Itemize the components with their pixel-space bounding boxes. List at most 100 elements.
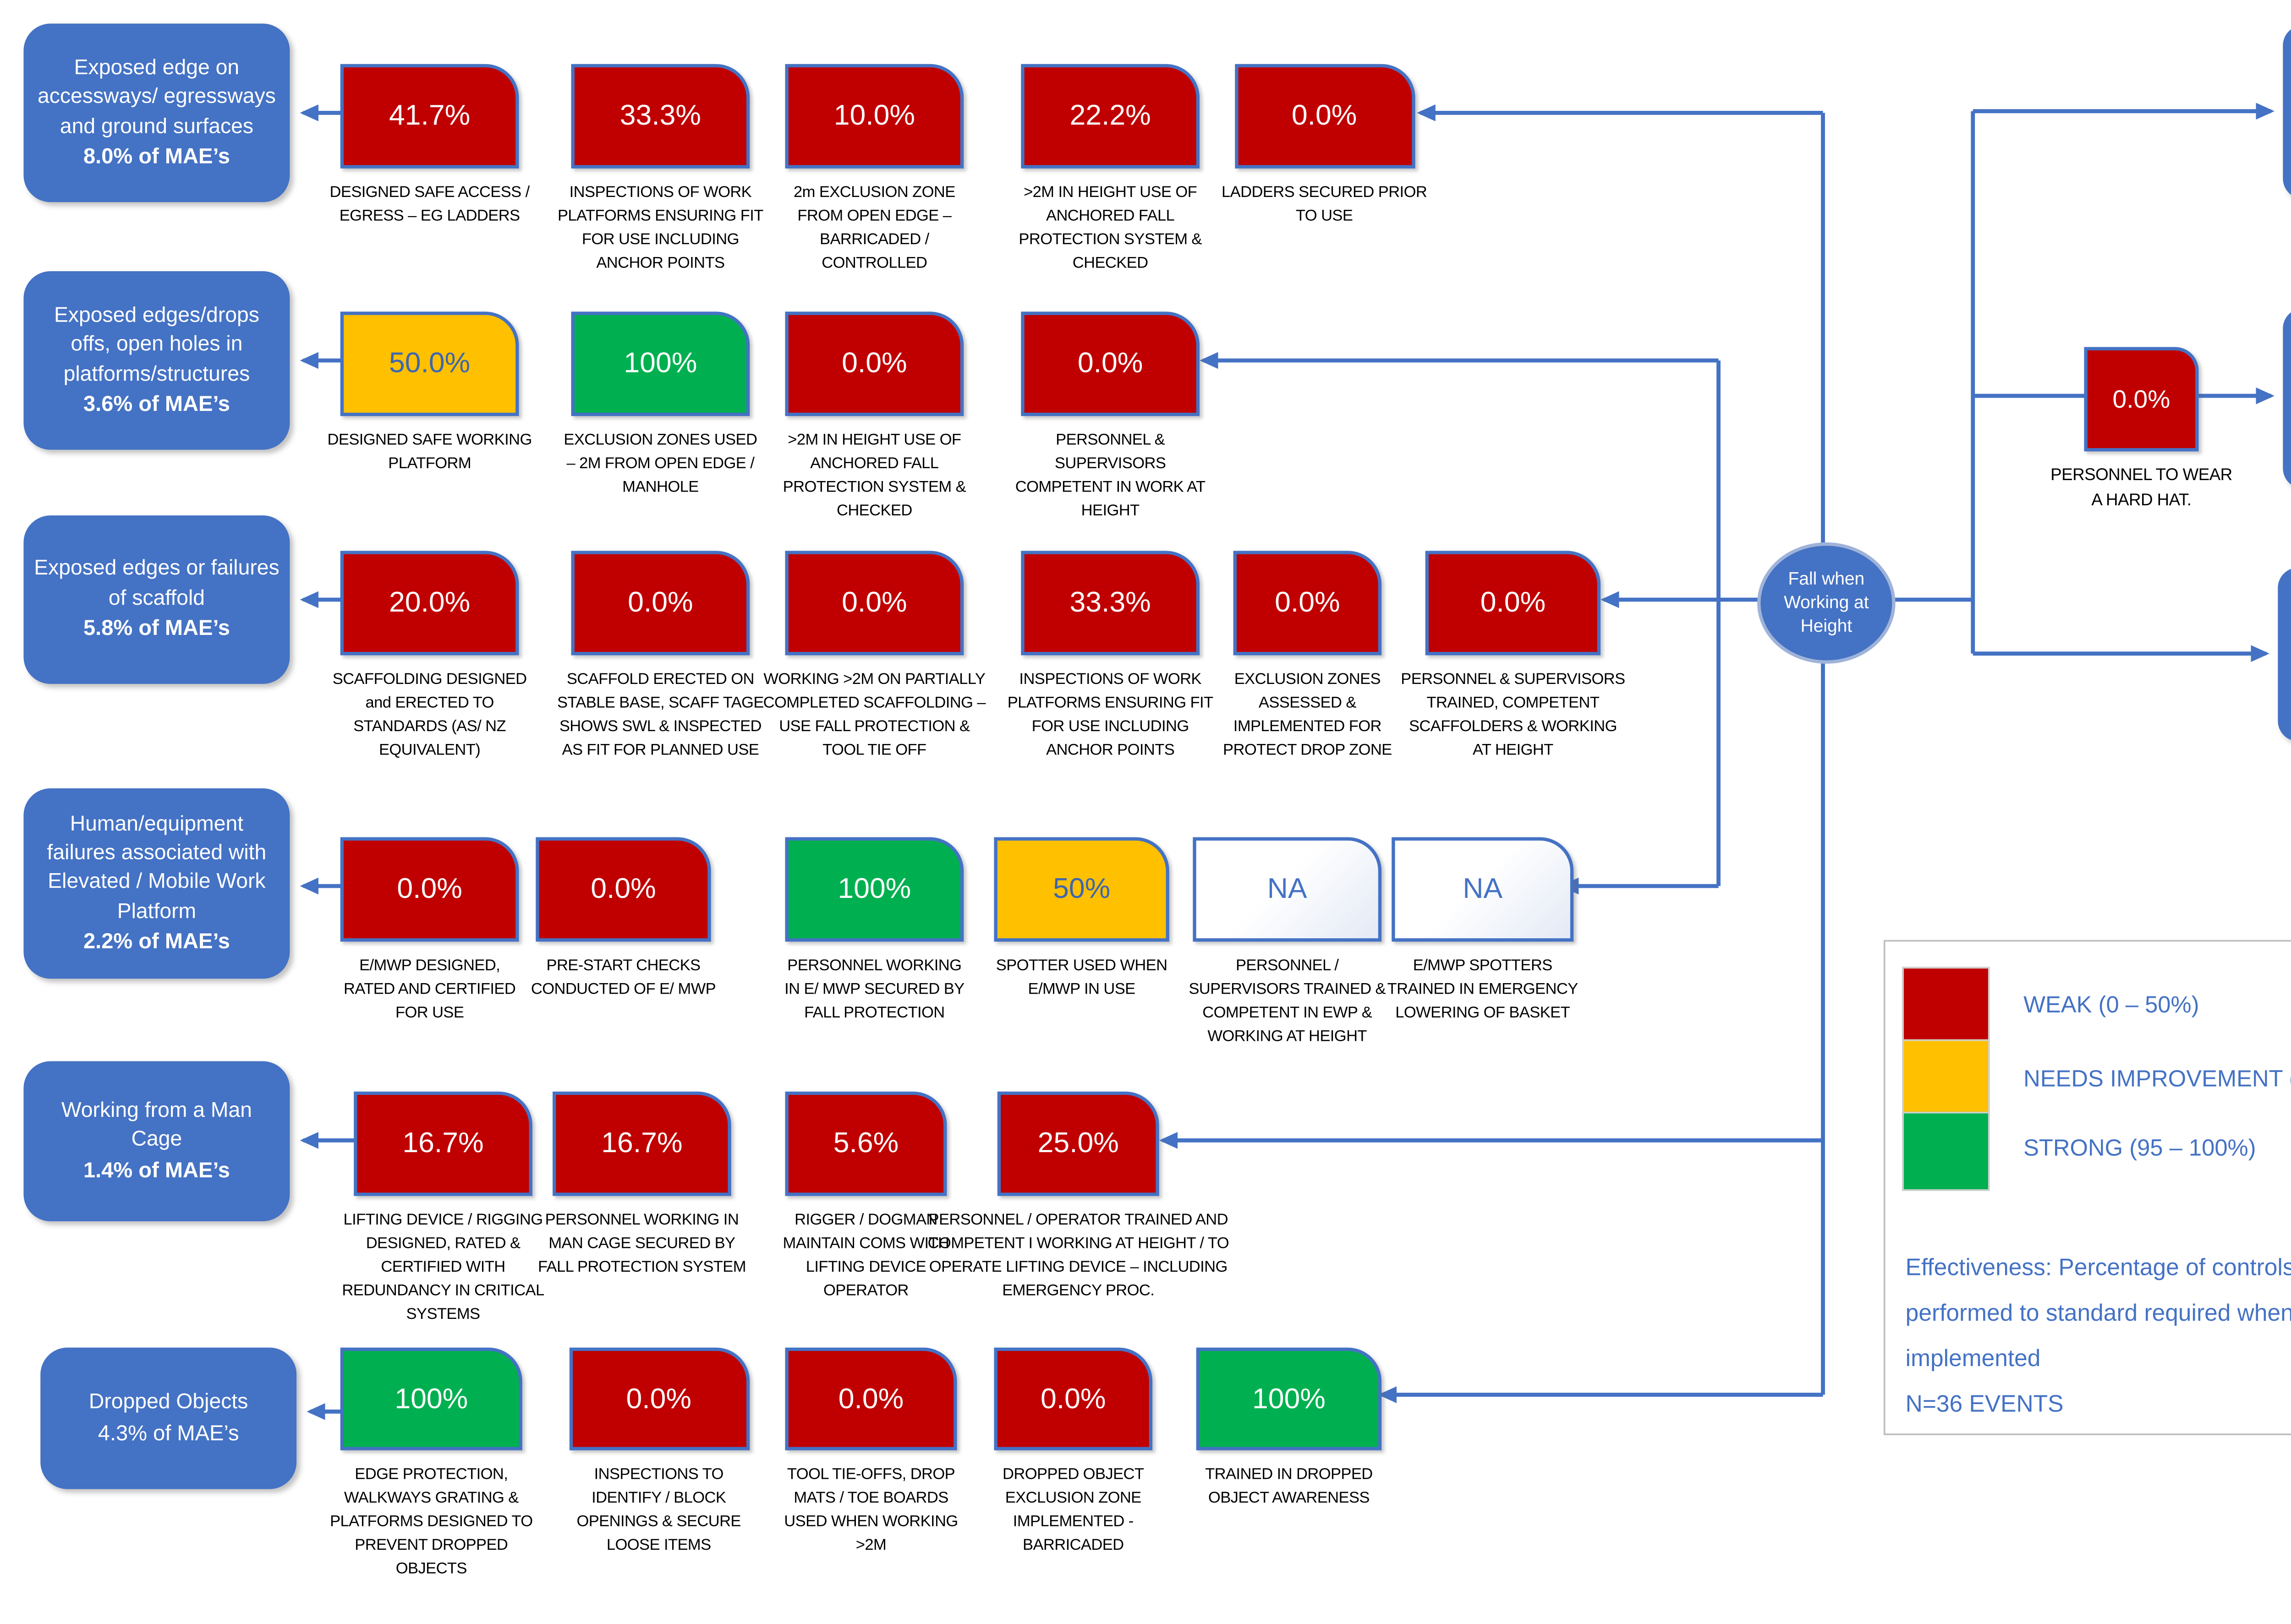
- effectiveness-box: 0.0%: [785, 551, 964, 656]
- hub-label: Fall when Working at Height: [1784, 569, 1869, 637]
- control-cell: 0.0% PERSONNEL & SUPERVISORS COMPETENT I…: [1006, 312, 1215, 523]
- effectiveness-box: NA: [1193, 837, 1382, 942]
- effectiveness-box: 0.0%: [571, 551, 750, 656]
- hazard-box-exposed-edge-accessways: Exposed edge on accessways/ egressways a…: [23, 23, 290, 202]
- control-label: PRE-START CHECKS CONDUCTED OF E/ MWP: [531, 955, 716, 998]
- outcome-box-fatality: Fatality: [2283, 25, 2291, 199]
- control-label: DESIGNED SAFE ACCESS / EGRESS – EG LADDE…: [329, 182, 530, 224]
- legend-label-needs-improvement: NEEDS IMPROVEMENT (50 – 95%): [2023, 1066, 2291, 1092]
- control-label: PERSONNEL / OPERATOR TRAINED AND COMPETE…: [927, 1209, 1229, 1300]
- effectiveness-box: 100%: [1196, 1347, 1382, 1450]
- control-label: DESIGNED SAFE WORKING PLATFORM: [327, 429, 532, 472]
- control-label: SCAFFOLDING DESIGNED and ERECTED TO STAN…: [332, 668, 527, 759]
- effectiveness-box: 22.2%: [1021, 64, 1200, 169]
- legend-note-line: Effectiveness: Percentage of controls wh…: [1905, 1253, 2291, 1280]
- effectiveness-box: 33.3%: [1021, 551, 1200, 656]
- effectiveness-value: 33.3%: [619, 99, 701, 131]
- control-cell: 10.0% 2m EXCLUSION ZONE FROM OPEN EDGE –…: [772, 64, 977, 275]
- hazard-text: Human/equipment failures associated with…: [23, 806, 290, 961]
- hazard-mae: 1.4% of MAE’s: [83, 1156, 230, 1182]
- effectiveness-box: 41.7%: [340, 64, 519, 169]
- legend-swatch-weak: [1902, 967, 1990, 1043]
- effectiveness-value: 50.0%: [389, 347, 471, 379]
- control-cell: 100% EDGE PROTECTION, WALKWAYS GRATING &…: [318, 1347, 544, 1581]
- effectiveness-value: 20.0%: [389, 586, 471, 618]
- control-label: SPOTTER USED WHEN E/MWP IN USE: [996, 955, 1167, 998]
- control-cell: 100% PERSONNEL WORKING IN E/ MWP SECURED…: [780, 837, 969, 1024]
- control-label: PERSONNEL & SUPERVISORS TRAINED, COMPETE…: [1401, 668, 1625, 759]
- control-cell: 0.0% >2M IN HEIGHT USE OF ANCHORED FALL …: [762, 312, 987, 523]
- control-label: EXCLUSION ZONES USED – 2M FROM OPEN EDGE…: [564, 429, 757, 496]
- hazard-box-man-cage: Working from a Man Cage 1.4% of MAE’s: [23, 1061, 290, 1221]
- effectiveness-value: 0.0%: [2112, 385, 2170, 414]
- effectiveness-box: 20.0%: [340, 551, 519, 656]
- hazard-text: Exposed edges/drops offs, open holes in …: [23, 298, 290, 423]
- control-cell: 0.0% LADDERS SECURED PRIOR TO USE: [1222, 64, 1427, 228]
- effectiveness-box: 0.0%: [994, 1347, 1153, 1450]
- control-label: PERSONNEL & SUPERVISORS COMPETENT IN WOR…: [1015, 429, 1206, 519]
- effectiveness-value: 22.2%: [1069, 99, 1151, 131]
- effectiveness-value: 10.0%: [833, 99, 915, 131]
- hub-fall-when-working-at-height: Fall when Working at Height: [1757, 542, 1896, 664]
- control-label: RIGGER / DOGMAN MAINTAIN COMS WITH LIFTI…: [783, 1209, 949, 1300]
- effectiveness-value: 16.7%: [601, 1126, 683, 1159]
- effectiveness-box: 0.0%: [340, 837, 519, 942]
- effectiveness-value: NA: [1267, 872, 1307, 905]
- effectiveness-value: 100%: [838, 872, 911, 905]
- legend-note-line: N=36 EVENTS: [1905, 1389, 2064, 1417]
- control-cell: 22.2% >2M IN HEIGHT USE OF ANCHORED FALL…: [998, 64, 1223, 275]
- effectiveness-box: 0.0%: [536, 837, 711, 942]
- hazard-description: Human/equipment failures associated with…: [47, 811, 267, 923]
- legend-swatch-strong: [1902, 1111, 1990, 1191]
- control-label: E/MWP SPOTTERS TRAINED IN EMERGENCY LOWE…: [1387, 955, 1578, 1022]
- control-cell: 5.6% RIGGER / DOGMAN MAINTAIN COMS WITH …: [767, 1091, 965, 1303]
- hazard-description: Exposed edges/drops offs, open holes in …: [54, 302, 259, 385]
- effectiveness-value: 0.0%: [1291, 99, 1357, 131]
- effectiveness-box: 0.0%: [1234, 64, 1414, 169]
- effectiveness-value: 0.0%: [1480, 586, 1546, 618]
- effectiveness-box: 0.0%: [785, 312, 964, 416]
- legend-swatch-needs-improvement: [1902, 1039, 1990, 1115]
- control-label: TOOL TIE-OFFS, DROP MATS / TOE BOARDS US…: [784, 1464, 958, 1554]
- control-label: E/MWP DESIGNED, RATED AND CERTIFIED FOR …: [344, 955, 516, 1022]
- hazard-text: Exposed edge on accessways/ egressways a…: [23, 50, 290, 175]
- control-label: INSPECTIONS OF WORK PLATFORMS ENSURING F…: [1007, 668, 1213, 759]
- effectiveness-value: 0.0%: [397, 872, 462, 905]
- effectiveness-box: 10.0%: [785, 64, 964, 169]
- control-label: TRAINED IN DROPPED OBJECT AWARENESS: [1205, 1464, 1373, 1506]
- control-cell: 0.0% E/MWP DESIGNED, RATED AND CERTIFIED…: [337, 837, 522, 1024]
- effectiveness-box: 100%: [571, 312, 750, 416]
- effectiveness-value: 50%: [1053, 872, 1111, 905]
- hazard-box-exposed-edges-holes: Exposed edges/drops offs, open holes in …: [23, 271, 290, 450]
- hazard-mae: 2.2% of MAE’s: [83, 928, 230, 954]
- hazard-description: Exposed edges or failures of scaffold: [34, 557, 280, 610]
- effectiveness-box: 50.0%: [340, 312, 519, 416]
- effectiveness-value: 0.0%: [628, 586, 693, 618]
- hazard-text: Working from a Man Cage 1.4% of MAE’s: [23, 1093, 290, 1189]
- control-label: LADDERS SECURED PRIOR TO USE: [1222, 182, 1427, 224]
- control-cell: 0.0% TOOL TIE-OFFS, DROP MATS / TOE BOAR…: [775, 1347, 967, 1558]
- effectiveness-value: 0.0%: [626, 1382, 691, 1414]
- legend-note-line: performed to standard required when: [1905, 1299, 2291, 1326]
- effectiveness-box: 0.0%: [1425, 551, 1601, 656]
- effectiveness-box: 0.0%: [1021, 312, 1200, 416]
- legend-box: WEAK (0 – 50%) NEEDS IMPROVEMENT (50 – 9…: [1883, 940, 2291, 1435]
- hazard-mae: 3.6% of MAE’s: [83, 390, 230, 416]
- hazard-mae: 8.0% of MAE’s: [83, 143, 230, 169]
- hazard-description: Working from a Man Cage: [61, 1098, 252, 1151]
- effectiveness-value: 100%: [395, 1382, 468, 1414]
- control-cell: 0.0% PERSONNEL & SUPERVISORS TRAINED, CO…: [1398, 551, 1628, 762]
- effectiveness-value: 0.0%: [1041, 1382, 1106, 1414]
- effectiveness-value: 16.7%: [402, 1126, 484, 1159]
- control-cell: 16.7% PERSONNEL WORKING IN MAN CAGE SECU…: [536, 1091, 748, 1279]
- hazard-description: Exposed edge on accessways/ egressways a…: [37, 55, 276, 137]
- control-label: PERSONNEL / SUPERVISORS TRAINED & COMPET…: [1189, 955, 1386, 1045]
- control-label: INSPECTIONS OF WORK PLATFORMS ENSURING F…: [557, 182, 763, 272]
- control-label: 2m EXCLUSION ZONE FROM OPEN EDGE – BARRI…: [794, 182, 955, 272]
- outcome-box-disabling-injury: Disabling Injury: [2283, 308, 2291, 489]
- control-cell: NA E/MWP SPOTTERS TRAINED IN EMERGENCY L…: [1380, 837, 1585, 1024]
